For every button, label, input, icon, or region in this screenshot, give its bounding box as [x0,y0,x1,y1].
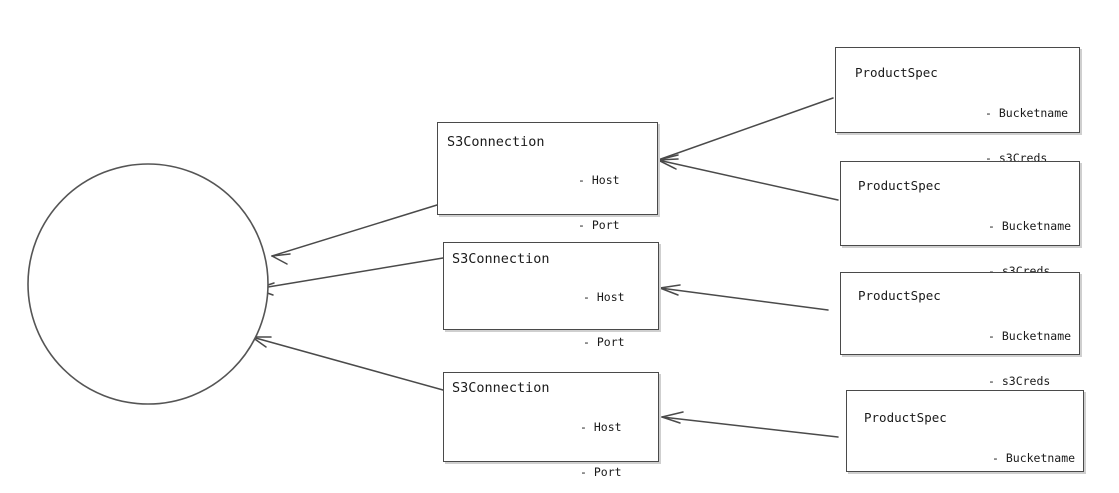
field-item: - Bucketname [985,106,1069,120]
productspec-title-1: ProductSpec [855,65,938,80]
productspec-box-2[interactable] [840,161,1080,246]
s3connection-box-3[interactable] [443,372,659,462]
productspec-fields-4: - Bucketname - s3Creds [992,421,1075,493]
field-item: - Port [583,335,625,349]
field-item: - Host [583,290,625,304]
s3connection-box-2[interactable] [443,242,659,330]
productspec-box-4[interactable] [846,390,1084,472]
arrow-spec2-to-conn1 [657,158,839,201]
field-item: - Bucketname [988,329,1072,343]
productspec-title-4: ProductSpec [864,410,947,425]
storage-circle [27,163,269,405]
s3connection-title-2: S3Connection [452,251,550,267]
field-item: - Port [578,218,620,232]
s3connection-box-1[interactable] [437,122,658,215]
field-item: - Port [580,465,622,479]
arrow-spec1-to-conn1 [657,97,834,169]
arrow-spec3-to-conn2 [659,284,829,311]
field-item: - Bucketname [992,451,1076,465]
s3connection-fields-3: - Host - Port - TLS [580,390,622,493]
productspec-box-3[interactable] [840,272,1080,355]
field-item: - Host [580,420,622,434]
s3connection-title-1: S3Connection [447,134,545,150]
arrow-spec4-to-conn3 [661,411,839,438]
arrow-conn1-to-storage [271,204,438,265]
s3connection-title-3: S3Connection [452,380,550,396]
productspec-box-1[interactable] [835,47,1080,133]
field-item: - Bucketname [988,219,1072,233]
productspec-fields-3: - Bucketname - s3Creds [988,299,1071,419]
productspec-title-2: ProductSpec [858,178,941,193]
productspec-title-3: ProductSpec [858,288,941,303]
field-item: - Host [578,173,620,187]
field-item: - s3Creds [988,374,1051,388]
